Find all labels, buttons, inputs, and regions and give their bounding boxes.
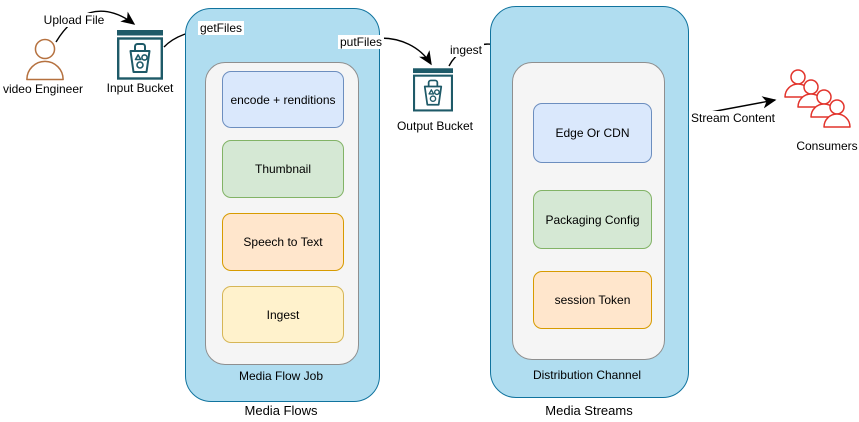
step-label: Edge Or CDN (555, 126, 630, 140)
distribution-channel-label: Distribution Channel (532, 368, 642, 382)
step-label: encode + renditions (230, 92, 336, 107)
step-label: Speech to Text (243, 235, 323, 249)
step-packaging-config: Packaging Config (533, 190, 652, 249)
step-encode-renditions: encode + renditions (222, 71, 344, 128)
step-ingest: Ingest (222, 286, 344, 343)
step-speech-to-text: Speech to Text (222, 213, 344, 271)
video-engineer-label: video Engineer (2, 82, 84, 96)
step-session-token: session Token (533, 271, 652, 329)
media-streams-label: Media Streams (545, 403, 633, 418)
step-label: session Token (554, 293, 631, 307)
step-label: Ingest (266, 307, 300, 322)
output-bucket-icon (413, 68, 453, 112)
input-bucket-icon (117, 30, 163, 80)
video-engineer-icon (26, 38, 64, 81)
ingest-edge-label: ingest (447, 43, 485, 57)
step-label: Packaging Config (545, 212, 640, 227)
media-flow-job-label: Media Flow Job (238, 369, 324, 383)
input-bucket-label: Input Bucket (106, 81, 174, 95)
media-flows-label: Media Flows (244, 403, 318, 418)
output-bucket-label: Output Bucket (396, 119, 474, 133)
get-files-edge-label: getFiles (197, 21, 245, 35)
stream-content-edge-label: Stream Content (688, 111, 778, 125)
put-files-edge-label: putFiles (337, 35, 385, 49)
consumers-icon (784, 69, 851, 128)
consumers-label: Consumers (796, 139, 858, 153)
step-edge-or-cdn: Edge Or CDN (533, 103, 652, 163)
step-thumbnail: Thumbnail (222, 140, 344, 198)
step-label: Thumbnail (254, 162, 312, 176)
upload-file-edge-label: Upload File (41, 13, 107, 27)
